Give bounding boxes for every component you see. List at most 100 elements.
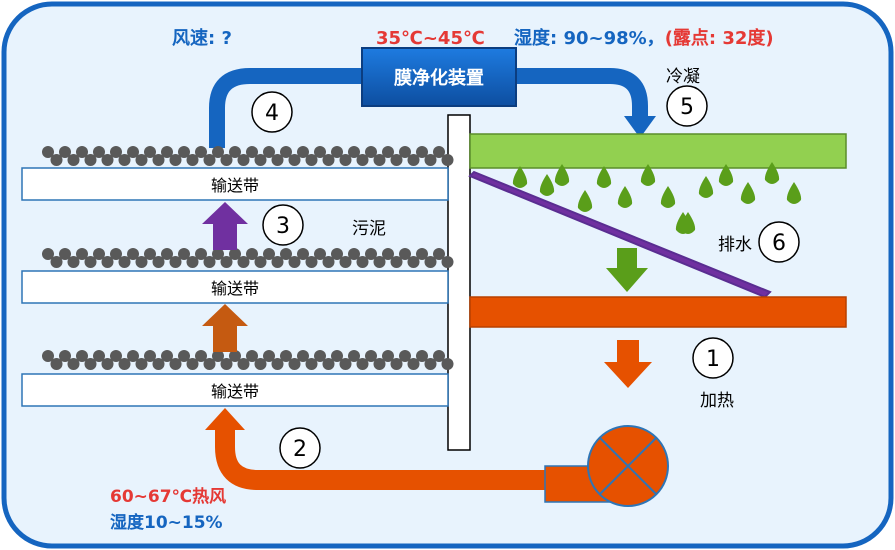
sludge-particle (144, 146, 156, 158)
sludge-particle (67, 358, 80, 370)
sludge-particle (195, 146, 207, 158)
wind-speed-label: 风速: ? (172, 27, 232, 49)
sludge-particle (399, 146, 411, 158)
water-drop-icon (539, 174, 555, 196)
temperature-range-label: 35℃~45℃ (376, 28, 485, 49)
step-3-number: 3 (276, 214, 290, 239)
down-arrow-orange (604, 340, 652, 388)
water-drop-icon (764, 162, 780, 184)
sludge-layer-bottom (42, 350, 454, 370)
sludge-particle (424, 256, 437, 268)
sludge-particle (237, 154, 250, 166)
sludge-particle (50, 358, 63, 370)
sludge-particle (59, 350, 71, 362)
water-drop-icon (786, 182, 802, 204)
heater-plate (469, 296, 847, 328)
sludge-particle (348, 350, 360, 362)
water-drop-icon (740, 182, 756, 204)
sludge-particle (152, 358, 165, 370)
sludge-particle (271, 154, 284, 166)
sludge-particle (280, 350, 292, 362)
sludge-particle (407, 358, 420, 370)
sludge-particle (220, 256, 233, 268)
step-4-circle (251, 91, 293, 133)
sludge-particle (280, 146, 292, 158)
sludge-particle (101, 256, 114, 268)
condense-label: 冷凝 (666, 67, 700, 87)
sludge-particle (416, 146, 428, 158)
sludge-particle (305, 256, 318, 268)
sludge-particle (67, 154, 80, 166)
sludge-particle (339, 154, 352, 166)
sludge-particle (212, 146, 224, 158)
sludge-particle (297, 248, 309, 260)
sludge-particle (416, 248, 428, 260)
water-drop-icon (554, 164, 570, 186)
sludge-particle (127, 146, 139, 158)
water-drop-icon (660, 186, 676, 208)
sludge-particle (84, 358, 97, 370)
step-4-number: 4 (265, 101, 279, 126)
condenser-plate (469, 133, 847, 169)
hot-air-arrow-up (205, 408, 245, 430)
sludge-particle (161, 248, 173, 260)
sludge-particle (118, 154, 131, 166)
sludge-particle (382, 248, 394, 260)
sludge-particle (169, 256, 182, 268)
sludge-particle (203, 154, 216, 166)
sludge-particle (186, 154, 199, 166)
sludge-particle (433, 350, 445, 362)
sludge-particle (441, 358, 454, 370)
sludge-particle (322, 154, 335, 166)
sludge-particle (178, 248, 190, 260)
sludge-particle (152, 154, 165, 166)
humidity-label: 湿度: 90~98%，(露点: 32度) (514, 27, 774, 49)
sludge-particle (169, 358, 182, 370)
sludge-particle (399, 248, 411, 260)
sludge-particle (101, 358, 114, 370)
sludge-particle (288, 154, 301, 166)
sludge-particle (254, 154, 267, 166)
sludge-particle (365, 248, 377, 260)
step-1-circle (692, 337, 734, 379)
condensate-drops (512, 162, 802, 234)
sludge-particle (246, 146, 258, 158)
sludge-particle (135, 256, 148, 268)
conveyor-belt-top-label: 输送带 (211, 176, 259, 195)
water-drop-icon (617, 186, 633, 208)
step-2-circle (279, 427, 321, 469)
sludge-particle (67, 256, 80, 268)
sludge-particle (127, 248, 139, 260)
sludge-particle (407, 256, 420, 268)
sludge-particle (399, 350, 411, 362)
sludge-particle (331, 350, 343, 362)
sludge-particle (84, 154, 97, 166)
sludge-particle (373, 154, 386, 166)
sludge-particle (339, 358, 352, 370)
sludge-particle (76, 350, 88, 362)
sludge-particle (118, 256, 131, 268)
membrane-device (361, 47, 517, 107)
sludge-particle (110, 248, 122, 260)
step-6-number: 6 (772, 231, 786, 256)
sludge-particle (59, 146, 71, 158)
sludge-particle (229, 248, 241, 260)
sludge-particle (322, 358, 335, 370)
sludge-particle (254, 358, 267, 370)
sludge-particle (127, 350, 139, 362)
sludge-particle (101, 154, 114, 166)
membrane-device-label: 膜净化装置 (393, 67, 484, 89)
sludge-particle (365, 350, 377, 362)
fan-blade-b (599, 437, 657, 495)
sludge-particle (441, 154, 454, 166)
up-arrow-brown (202, 304, 248, 352)
sludge-particle (135, 154, 148, 166)
sludge-particle (42, 146, 54, 158)
sludge-particle (246, 350, 258, 362)
down-arrow-green (606, 248, 648, 292)
sludge-particle (161, 350, 173, 362)
sludge-particle (433, 248, 445, 260)
flow-arrow-down (624, 116, 656, 138)
sludge-particle (288, 358, 301, 370)
heating-label: 加热 (700, 391, 734, 411)
